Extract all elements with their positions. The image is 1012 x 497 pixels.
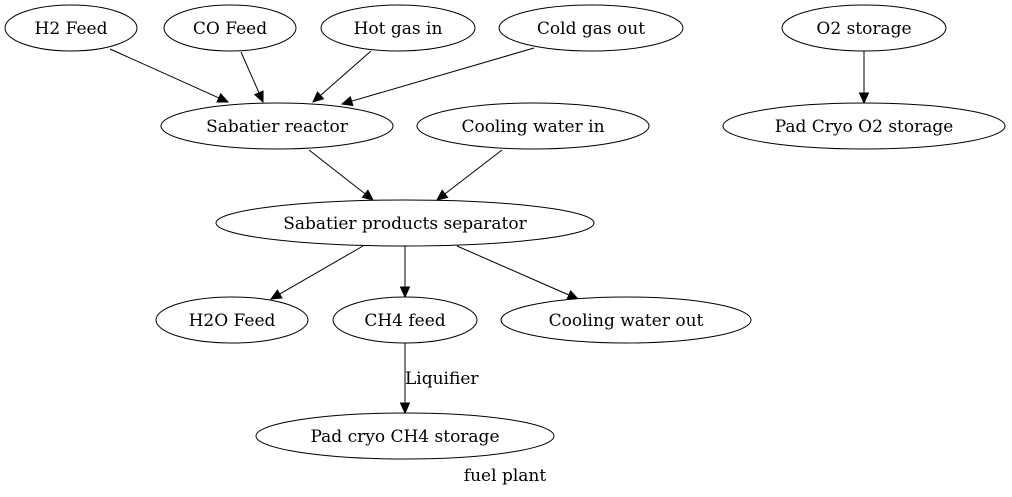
node-shape-cooling-water-in: [416, 102, 650, 150]
node-cooling-water-out: Cooling water out: [500, 296, 752, 344]
edge-sabatier-products-separator-to-h2o-feed: [269, 245, 364, 300]
node-cooling-water-in: Cooling water in: [416, 102, 650, 150]
edge-line: [444, 149, 503, 195]
node-label-cooling-water-in: Cooling water in: [461, 117, 604, 137]
arrow-head: [361, 189, 374, 201]
edge-label-ch4-feed-to-pad-cryo-ch4-storage: Liquifier: [405, 369, 479, 389]
node-label-cooling-water-out: Cooling water out: [549, 311, 704, 331]
node-shape-o2-storage: [781, 4, 947, 52]
edge-cold-gas-out-to-sabatier-reactor: [340, 47, 535, 107]
node-shape-hot-gas-in: [320, 4, 476, 52]
edge-o2-storage-to-pad-cryo-o2-storage: [858, 51, 870, 105]
edge-co-feed-to-sabatier-reactor: [240, 51, 264, 104]
arrow-head: [253, 90, 264, 104]
node-label-pad-cryo-ch4-storage: Pad cryo CH4 storage: [310, 427, 499, 447]
node-shape-sabatier-reactor: [160, 102, 394, 150]
node-pad-cryo-ch4-storage: Pad cryo CH4 storage: [255, 412, 555, 460]
edge-h2-feed-to-sabatier-reactor: [109, 48, 230, 103]
edge-line: [351, 47, 535, 102]
edge-line: [320, 50, 372, 96]
node-label-ch4-feed: CH4 feed: [364, 311, 445, 331]
edges-layer: Liquifier: [109, 47, 870, 415]
node-shape-sabatier-products-separator: [215, 199, 595, 247]
node-shape-cooling-water-out: [500, 296, 752, 344]
edge-ch4-feed-to-pad-cryo-ch4-storage: Liquifier: [399, 343, 479, 415]
edge-sabatier-reactor-to-sabatier-products-separator: [308, 149, 374, 201]
node-sabatier-reactor: Sabatier reactor: [160, 102, 394, 150]
node-label-o2-storage: O2 storage: [816, 19, 911, 39]
arrow-head: [269, 289, 283, 300]
node-label-pad-cryo-o2-storage: Pad Cryo O2 storage: [775, 117, 954, 137]
arrow-head: [566, 289, 580, 300]
edge-hot-gas-in-to-sabatier-reactor: [312, 50, 372, 103]
arrow-head: [436, 189, 449, 201]
graph-title: fuel plant: [464, 466, 547, 486]
node-ch4-feed: CH4 feed: [332, 296, 478, 344]
edge-line: [109, 48, 220, 99]
node-sabatier-products-separator: Sabatier products separator: [215, 199, 595, 247]
node-shape-h2o-feed: [155, 296, 309, 344]
arrow-head: [399, 402, 411, 415]
node-co-feed: CO Feed: [163, 4, 297, 52]
arrow-head: [216, 92, 230, 103]
node-shape-ch4-feed: [332, 296, 478, 344]
edge-line: [279, 245, 364, 295]
node-label-sabatier-reactor: Sabatier reactor: [206, 117, 349, 137]
node-label-cold-gas-out: Cold gas out: [537, 19, 645, 39]
node-cold-gas-out: Cold gas out: [498, 4, 684, 52]
edge-cooling-water-in-to-sabatier-products-separator: [436, 149, 503, 201]
node-label-sabatier-products-separator: Sabatier products separator: [283, 214, 527, 234]
node-o2-storage: O2 storage: [781, 4, 947, 52]
node-label-h2-feed: H2 Feed: [35, 19, 108, 39]
node-shape-pad-cryo-ch4-storage: [255, 412, 555, 460]
nodes-layer: H2 Feed CO Feed Hot gas in Cold gas out O2 s…: [4, 4, 1006, 460]
node-h2o-feed: H2O Feed: [155, 296, 309, 344]
node-shape-co-feed: [163, 4, 297, 52]
node-shape-cold-gas-out: [498, 4, 684, 52]
edge-line: [456, 245, 570, 296]
node-label-co-feed: CO Feed: [193, 19, 267, 39]
arrow-head: [340, 95, 354, 107]
arrow-head: [858, 92, 870, 105]
edge-sabatier-products-separator-to-cooling-water-out: [456, 245, 580, 300]
node-pad-cryo-o2-storage: Pad Cryo O2 storage: [722, 102, 1006, 150]
node-shape-pad-cryo-o2-storage: [722, 102, 1006, 150]
edge-line: [240, 51, 260, 94]
node-label-hot-gas-in: Hot gas in: [354, 19, 443, 39]
edge-line: [308, 149, 366, 195]
node-label-h2o-feed: H2O Feed: [189, 311, 276, 331]
edge-sabatier-products-separator-to-ch4-feed: [399, 246, 411, 299]
node-h2-feed: H2 Feed: [4, 4, 138, 52]
node-hot-gas-in: Hot gas in: [320, 4, 476, 52]
node-shape-h2-feed: [4, 4, 138, 52]
arrow-head: [312, 91, 325, 103]
arrow-head: [399, 286, 411, 299]
